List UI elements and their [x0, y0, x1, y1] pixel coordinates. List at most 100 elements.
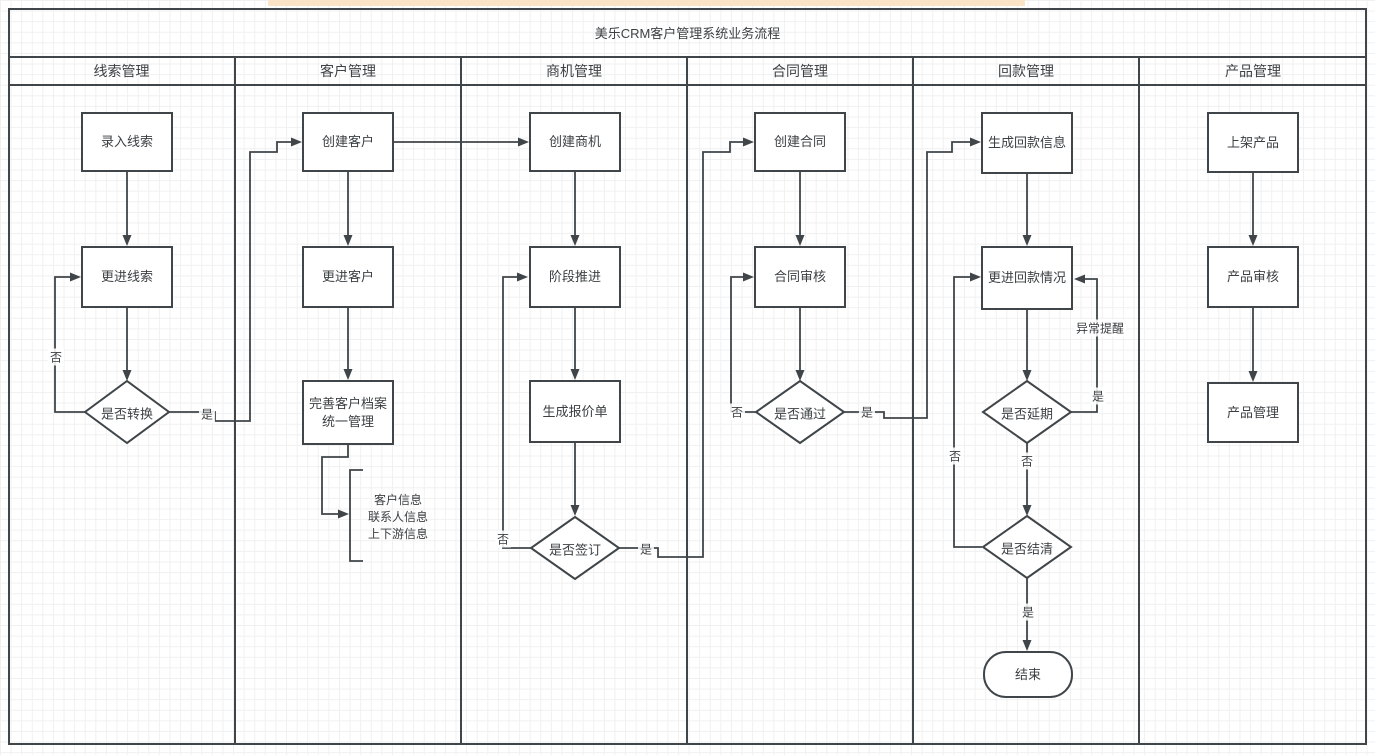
node-generate-quote[interactable]: 生成报价单 [529, 380, 621, 443]
arrowhead [1022, 370, 1032, 381]
edge-label-signed-yes: 是 [637, 540, 655, 558]
arrowhead [291, 137, 302, 147]
edge-is-delayed-yes-loop [1070, 274, 1098, 413]
decision-is-convert-label[interactable]: 是否转换 [100, 406, 154, 422]
edge-label-approved-no: 否 [728, 403, 746, 421]
top-highlight-bar [268, 0, 1025, 6]
note-bracket [349, 469, 363, 562]
decision-is-settled-label[interactable]: 是否结清 [1000, 541, 1054, 557]
arrowhead [338, 509, 349, 519]
lane-divider-4 [912, 56, 914, 745]
arrowhead [70, 272, 81, 282]
arrowhead [795, 370, 805, 381]
decision-is-approved-shape[interactable] [754, 379, 846, 445]
node-enter-lead[interactable]: 录入线索 [81, 112, 173, 172]
arrowhead [343, 369, 353, 380]
decision-is-approved-label[interactable]: 是否通过 [773, 406, 827, 422]
edge-follow-payment-to-is-delayed [1022, 310, 1032, 381]
arrowhead [570, 505, 580, 516]
node-follow-customer[interactable]: 更进客户 [302, 246, 394, 308]
edge-label-approved-yes: 是 [858, 403, 876, 421]
edge-is-convert-yes-to-create-customer [169, 137, 302, 422]
edge-advance-stage-to-generate-quote [570, 308, 580, 380]
node-review-contract[interactable]: 合同审核 [754, 246, 846, 308]
edge-create-customer-to-create-opportunity [394, 137, 529, 147]
lane-divider-3 [686, 56, 688, 745]
decision-is-delayed-shape[interactable] [981, 379, 1073, 445]
node-follow-lead[interactable]: 更进线索 [81, 246, 173, 308]
edge-list-product-to-review-product [1248, 173, 1258, 246]
node-review-product[interactable]: 产品审核 [1207, 246, 1299, 308]
edge-label-delayed-yes: 是 [1089, 387, 1107, 405]
edge-label-settled-yes: 是 [1019, 603, 1037, 621]
edge-create-opportunity-to-advance-stage [570, 172, 580, 246]
edge-label-delay-alert: 异常提醒 [1073, 319, 1127, 337]
edge-review-contract-to-is-approved [795, 308, 805, 381]
edge-label-signed-no: 否 [494, 530, 512, 548]
edge-is-convert-no-loop [54, 272, 85, 413]
edge-label-convert-no: 否 [47, 348, 65, 366]
node-create-contract[interactable]: 创建合同 [754, 112, 846, 172]
lane-header-customers: 客户管理 [320, 63, 376, 79]
arrowhead [517, 272, 528, 282]
edge-review-product-to-manage-product [1248, 308, 1258, 382]
edge-is-approved-yes-to-payment-info [844, 137, 981, 419]
node-advance-stage[interactable]: 阶段推进 [529, 246, 621, 308]
lane-divider-5 [1138, 56, 1140, 745]
arrowhead [970, 272, 981, 282]
arrowhead [1248, 371, 1258, 382]
node-create-customer[interactable]: 创建客户 [302, 112, 394, 172]
arrowhead [122, 370, 132, 381]
edge-label-settled-no: 否 [946, 447, 964, 465]
node-create-opportunity[interactable]: 创建商机 [529, 112, 621, 172]
node-end[interactable]: 结束 [983, 651, 1073, 698]
lane-divider-2 [460, 56, 462, 745]
decision-is-signed-label[interactable]: 是否签订 [548, 542, 602, 558]
node-complete-profile[interactable]: 完善客户档案 统一管理 [302, 380, 394, 445]
edge-complete-profile-to-note [321, 445, 349, 519]
node-manage-product[interactable]: 产品管理 [1207, 382, 1299, 443]
lane-header-contract: 合同管理 [772, 63, 828, 79]
arrowhead [970, 137, 981, 147]
arrowhead [122, 235, 132, 246]
lane-divider-1 [234, 56, 236, 745]
edge-payment-info-to-follow-payment [1022, 174, 1032, 246]
arrowhead [743, 137, 754, 147]
edge-follow-customer-to-complete-profile [343, 308, 353, 380]
arrowhead [1022, 505, 1032, 516]
lane-header-leads: 线索管理 [93, 63, 150, 79]
edge-is-signed-no-loop [502, 272, 531, 549]
edge-generate-quote-to-is-signed [570, 443, 580, 516]
arrowhead [1248, 235, 1258, 246]
node-list-product[interactable]: 上架产品 [1207, 112, 1299, 173]
arrowhead [570, 369, 580, 380]
arrowhead [1022, 640, 1032, 651]
edge-is-settled-no-loop [953, 272, 982, 548]
lane-header-product: 产品管理 [1225, 63, 1281, 79]
decision-is-delayed-label[interactable]: 是否延期 [1000, 406, 1054, 422]
arrowhead [1022, 235, 1032, 246]
node-generate-payment-info[interactable]: 生成回款信息 [981, 112, 1073, 174]
decision-is-signed-shape[interactable] [529, 515, 621, 581]
note-profile-info: 客户信息 联系人信息 上下游信息 [367, 493, 428, 541]
lane-header-payment: 回款管理 [998, 63, 1054, 79]
edge-create-contract-to-review-contract [795, 172, 805, 246]
arrowhead [795, 235, 805, 246]
arrowhead [518, 137, 529, 147]
arrowhead [743, 272, 754, 282]
decision-is-convert-shape[interactable] [83, 379, 171, 445]
arrowhead [1074, 274, 1085, 284]
arrowhead [570, 235, 580, 246]
node-follow-payment[interactable]: 更进回款情况 [981, 246, 1073, 310]
arrowhead [343, 235, 353, 246]
edge-create-customer-to-follow-customer [343, 172, 353, 246]
edge-is-signed-yes-to-create-contract [619, 137, 754, 558]
edge-label-convert-yes: 是 [198, 405, 216, 423]
edge-follow-lead-to-is-convert [122, 308, 132, 381]
edge-is-approved-no-loop [730, 272, 756, 413]
lane-header-opportunity: 商机管理 [546, 63, 602, 79]
decision-is-settled-shape[interactable] [981, 514, 1073, 580]
edge-enter-lead-to-follow-lead [122, 172, 132, 246]
